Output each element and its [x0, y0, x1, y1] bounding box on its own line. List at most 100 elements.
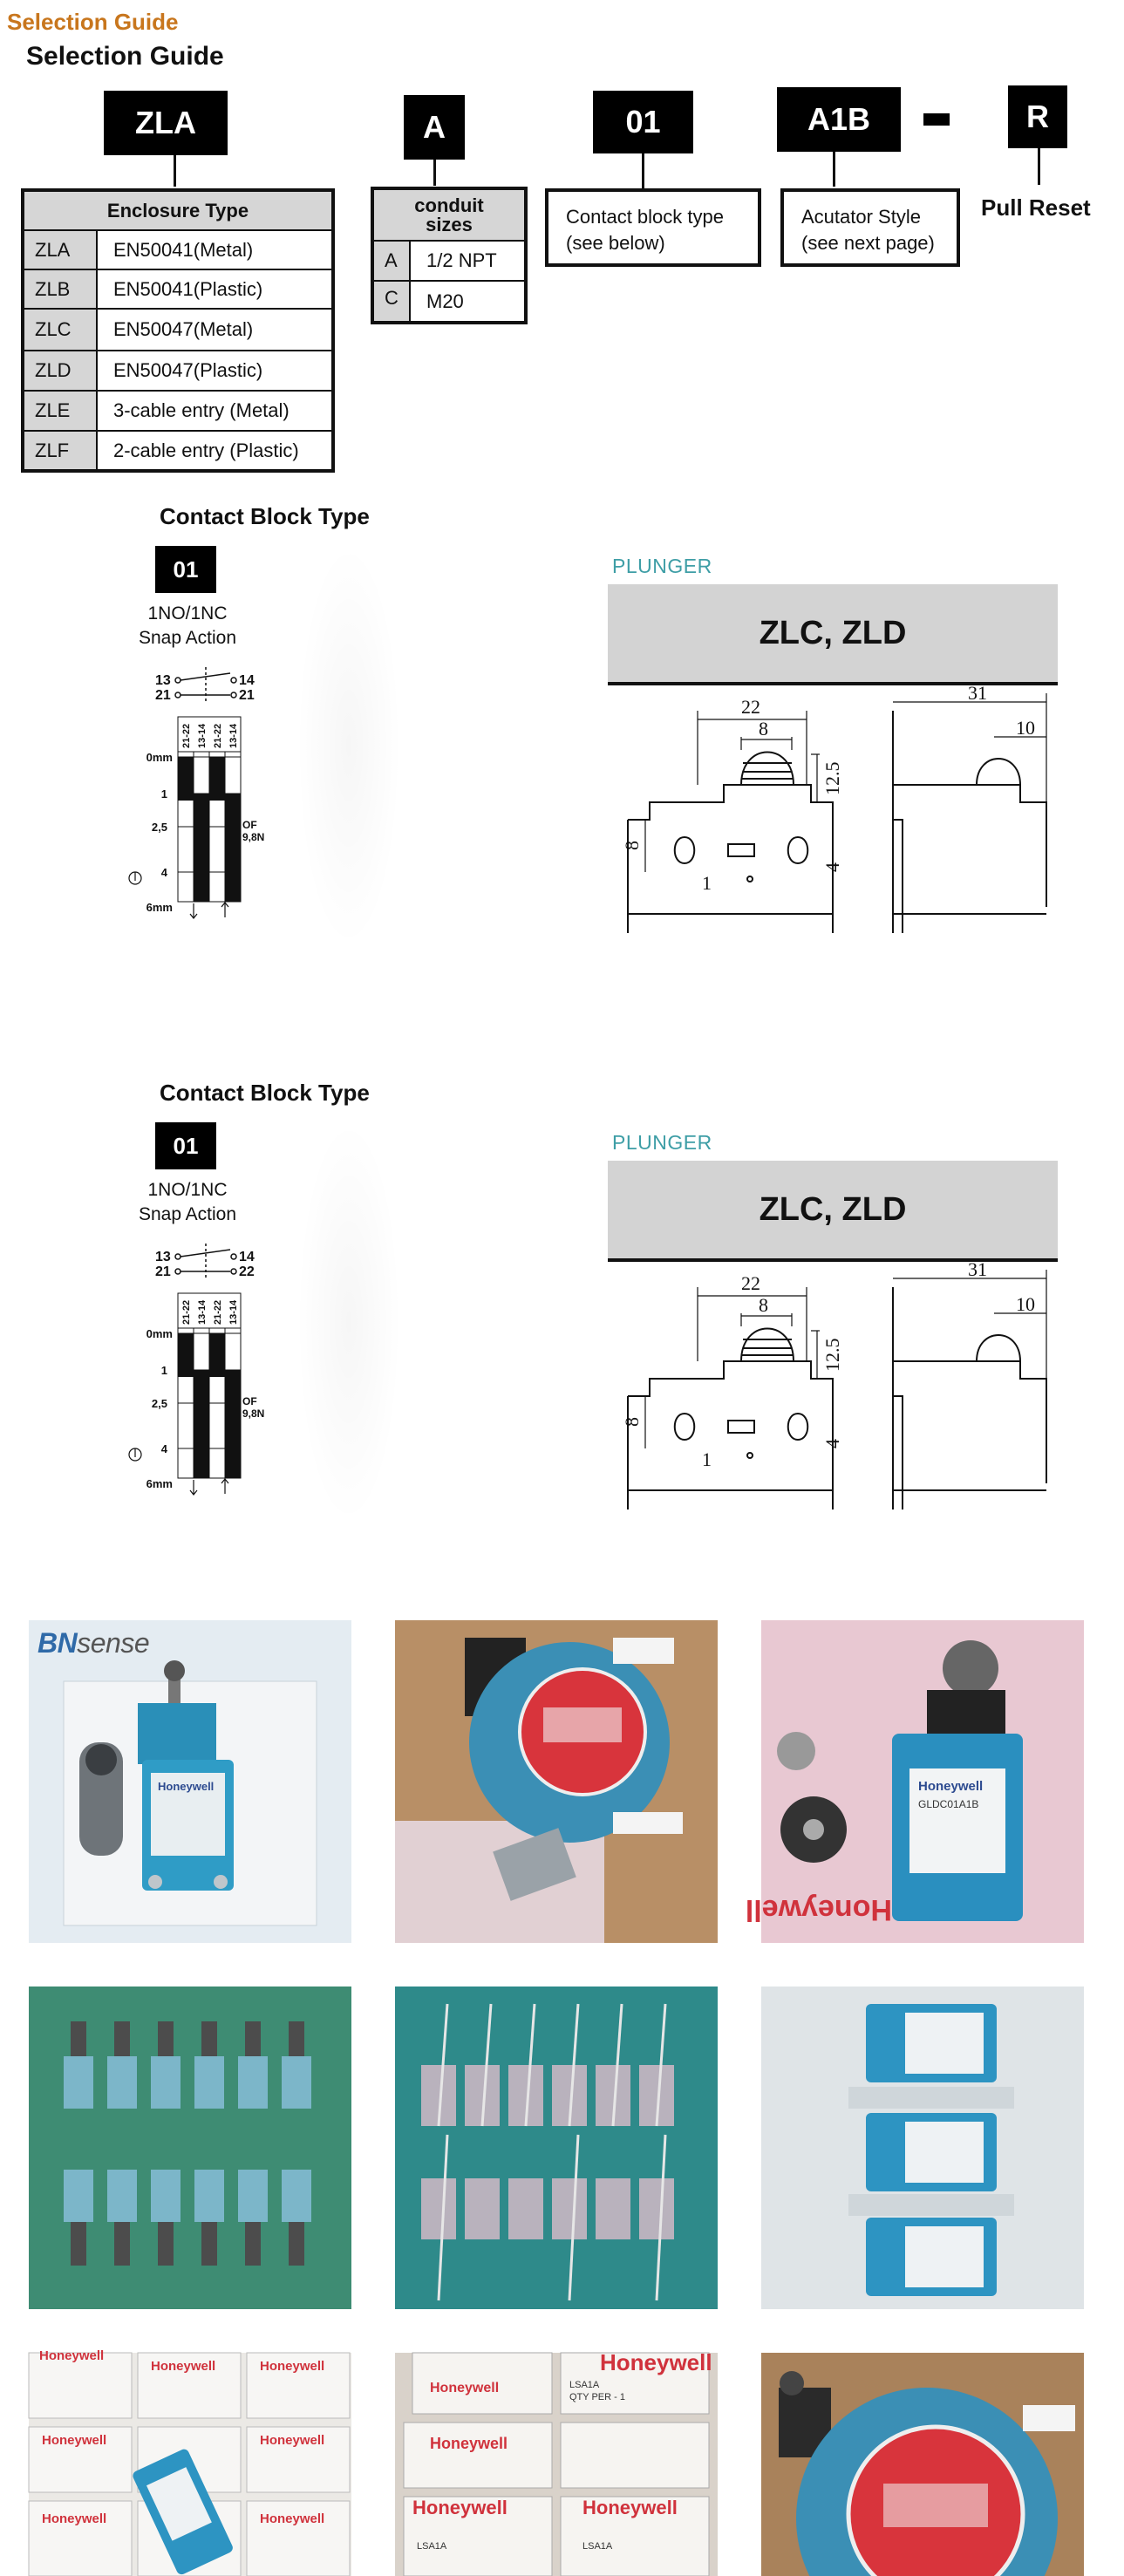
- dimension-offset: 4: [821, 1439, 843, 1448]
- force-label-2: 9,8N: [242, 831, 264, 843]
- travel-label: 0mm: [146, 751, 173, 764]
- terminal-22: 21: [239, 688, 255, 703]
- arrow-icons: [189, 1478, 229, 1496]
- travel-label: 4: [161, 1442, 168, 1455]
- dimension-height: 12.5: [821, 762, 843, 796]
- logo-sense: sense: [77, 1627, 150, 1659]
- enclosure-table-header: Enclosure Type: [22, 189, 334, 231]
- column-label: 21-22: [213, 724, 223, 748]
- dimension-width-side: 31: [968, 682, 987, 704]
- force-label-1: OF: [242, 1395, 257, 1407]
- dimension-width-front: 22: [741, 696, 760, 718]
- contact-line1: 1NO/1NC: [147, 1180, 228, 1200]
- switching-diagram: 13 14 21 22 21-22 13-14 21-22 13-14 0mm …: [128, 1244, 264, 1496]
- table-cell-desc: EN50047(Plastic): [96, 350, 334, 392]
- dimension-plunger-width: 8: [759, 718, 768, 739]
- contact-box-line2: (see below): [566, 232, 665, 254]
- table-cell-code: ZLE: [22, 390, 98, 432]
- terminal-14: 14: [239, 1250, 255, 1264]
- pull-reset-label: Pull Reset: [981, 194, 1091, 221]
- table-cell-code: ZLB: [22, 269, 98, 310]
- enclosure-connector: [174, 155, 176, 187]
- column-label: 13-14: [228, 1299, 239, 1325]
- contact-section-title: Contact Block Type: [160, 503, 370, 529]
- terminal-22: 22: [239, 1264, 255, 1279]
- conduit-header-line1: conduit: [414, 194, 484, 216]
- table-cell-code: ZLF: [22, 430, 98, 472]
- dimension-side-plunger: 10: [1016, 1293, 1035, 1315]
- contact-line2: Snap Action: [138, 628, 237, 648]
- photo-model-text: LSA1A: [569, 2380, 600, 2390]
- product-photo-6: [761, 1987, 1084, 2309]
- dimension-width-side: 31: [968, 1258, 987, 1280]
- contact-symbol: [174, 1244, 237, 1278]
- separator-dash: [923, 113, 950, 126]
- photo-brand-text: Honeywell: [600, 2349, 712, 2375]
- table-cell-code: ZLD: [22, 350, 98, 392]
- photo-brand-text: Honeywell: [42, 2511, 106, 2526]
- dimension-height: 12.5: [821, 1339, 843, 1373]
- column-label: 21-22: [181, 1300, 192, 1325]
- terminal-14: 14: [239, 673, 255, 688]
- actuator-desc-box: Acutator Style (see next page): [780, 188, 960, 267]
- actuator-code-box: A1B: [777, 87, 901, 152]
- product-photo-8: Honeywell Honeywell Honeywell Honeywell …: [395, 2349, 718, 2576]
- travel-label: 2,5: [152, 821, 167, 834]
- conduit-header-line2: sizes: [426, 213, 473, 235]
- table-cell-code: ZLC: [22, 308, 98, 351]
- photo-model-text: LSA1A: [417, 2541, 447, 2552]
- photo-brand-text: Honeywell: [918, 1779, 983, 1794]
- switching-diagram: 13 14 21 21 21-22 13-14 21-22 13-14 0mm …: [128, 667, 264, 919]
- table-cell-desc: M20: [409, 280, 527, 324]
- dimension-side-plunger: 10: [1016, 717, 1035, 739]
- dimension-base-height: 8: [621, 1417, 643, 1427]
- contact-code-badge: 01: [155, 546, 216, 593]
- contact-line1: 1NO/1NC: [147, 603, 228, 624]
- column-label: 13-14: [228, 723, 239, 748]
- travel-label: 0mm: [146, 1327, 173, 1340]
- plunger-label: PLUNGER: [612, 555, 712, 577]
- terminal-13: 13: [155, 673, 171, 688]
- conduit-code-box: A: [404, 95, 465, 160]
- force-label-1: OF: [242, 819, 257, 831]
- positive-opening-icon: [128, 1448, 142, 1462]
- positive-opening-icon: [128, 871, 142, 885]
- product-photo-9: [761, 2353, 1084, 2576]
- photo-brand-text: Honeywell: [430, 2435, 508, 2452]
- actuator-box-line2: (see next page): [801, 232, 935, 254]
- faded-watermark: [296, 541, 401, 951]
- product-photo-4: [29, 1987, 351, 2309]
- timing-grid: [177, 716, 242, 903]
- product-photo-2: [395, 1620, 718, 1943]
- dimension-base-height: 8: [621, 841, 643, 850]
- page-title: Selection Guide: [26, 42, 224, 71]
- logo-bn: BN: [37, 1627, 78, 1659]
- product-photo-7: Honeywell Honeywell Honeywell Honeywell …: [28, 2348, 351, 2576]
- bnsense-logo: BNsense: [37, 1627, 150, 1659]
- force-label-2: 9,8N: [242, 1407, 264, 1420]
- dimension-small: 1: [702, 1448, 712, 1470]
- contact-block-desc-box: Contact block type (see below): [545, 188, 761, 267]
- photo-brand-text: Honeywell: [151, 2359, 215, 2374]
- table-cell-desc: EN50047(Metal): [96, 308, 334, 351]
- photo-brand-text: Honeywell: [42, 2433, 106, 2448]
- product-photo-3: Honeywell GLDC01A1B Honeywell: [746, 1620, 1084, 1943]
- travel-label: 2,5: [152, 1397, 167, 1410]
- contact-section-title: Contact Block Type: [160, 1080, 370, 1106]
- photo-brand-text: Honeywell: [39, 2348, 104, 2363]
- enclosure-code-box: ZLA: [104, 91, 228, 155]
- plunger-label: PLUNGER: [612, 1131, 712, 1154]
- product-photo-5: [395, 1987, 718, 2309]
- photo-brand-text: Honeywell: [582, 2497, 678, 2518]
- timing-grid: [177, 1292, 242, 1479]
- travel-label: 6mm: [146, 1477, 173, 1490]
- model-banner: ZLC, ZLD: [608, 1161, 1058, 1262]
